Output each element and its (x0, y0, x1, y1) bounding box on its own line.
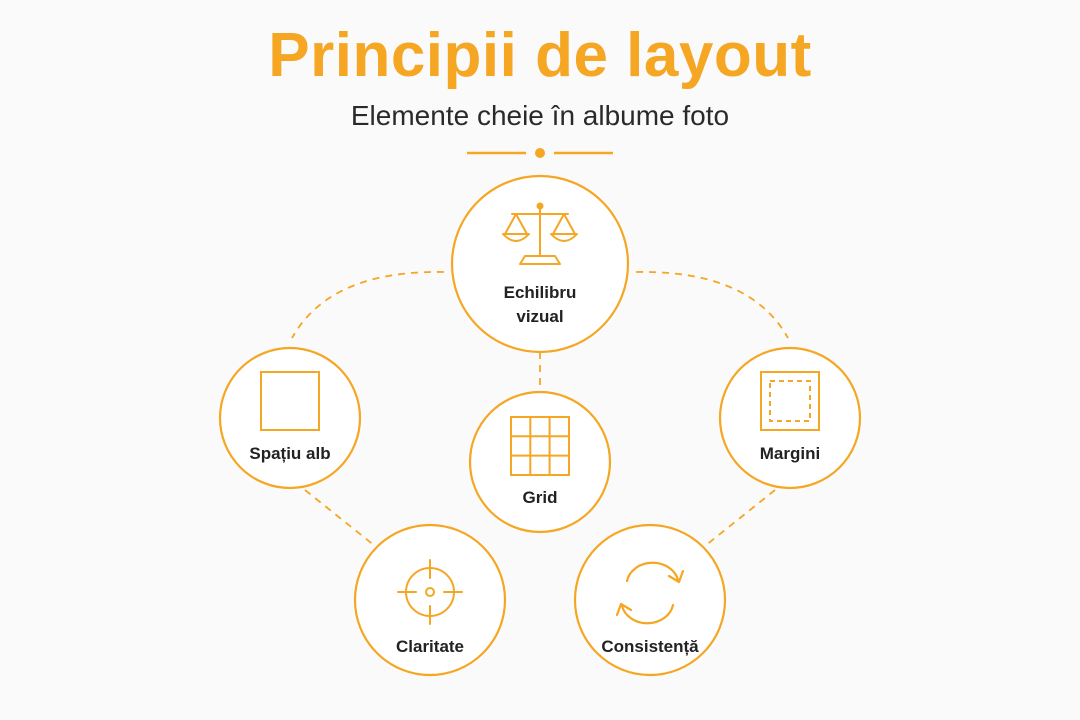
node-circle-spatiu (218, 346, 362, 490)
node-label-spatiu: Spațiu alb (249, 444, 331, 463)
crosshair-icon (397, 559, 463, 625)
node-circle-grid (468, 390, 612, 534)
connector-echilibru-spatiu (291, 271, 445, 339)
node-label-echilibru-line1: Echilibru (503, 283, 577, 302)
grid-icon (510, 416, 570, 476)
balance-scale-icon (502, 202, 578, 265)
page-subtitle: Elemente cheie în albume foto (350, 100, 730, 131)
page-title: Principii de layout (268, 21, 812, 90)
node-label-grid: Grid (522, 488, 558, 507)
margins-square-icon (760, 371, 820, 431)
title-divider (467, 148, 613, 158)
node-label-claritate: Claritate (395, 637, 465, 656)
connector-margini-consistenta (704, 489, 776, 547)
node-echilibru: Echilibru vizual (460, 281, 620, 329)
connectors (291, 271, 789, 547)
connector-spatiu-claritate (304, 489, 376, 547)
node-label-margini: Margini (759, 444, 821, 463)
node-circle-consistenta (573, 523, 727, 677)
refresh-cycle-icon (615, 561, 685, 625)
node-circle-claritate (353, 523, 507, 677)
connector-echilibru-margini (635, 271, 789, 339)
node-label-consistenta: Consistență (601, 637, 699, 656)
empty-square-icon (260, 371, 320, 431)
node-circle-margini (718, 346, 862, 490)
node-label-echilibru-line2: vizual (516, 307, 564, 326)
